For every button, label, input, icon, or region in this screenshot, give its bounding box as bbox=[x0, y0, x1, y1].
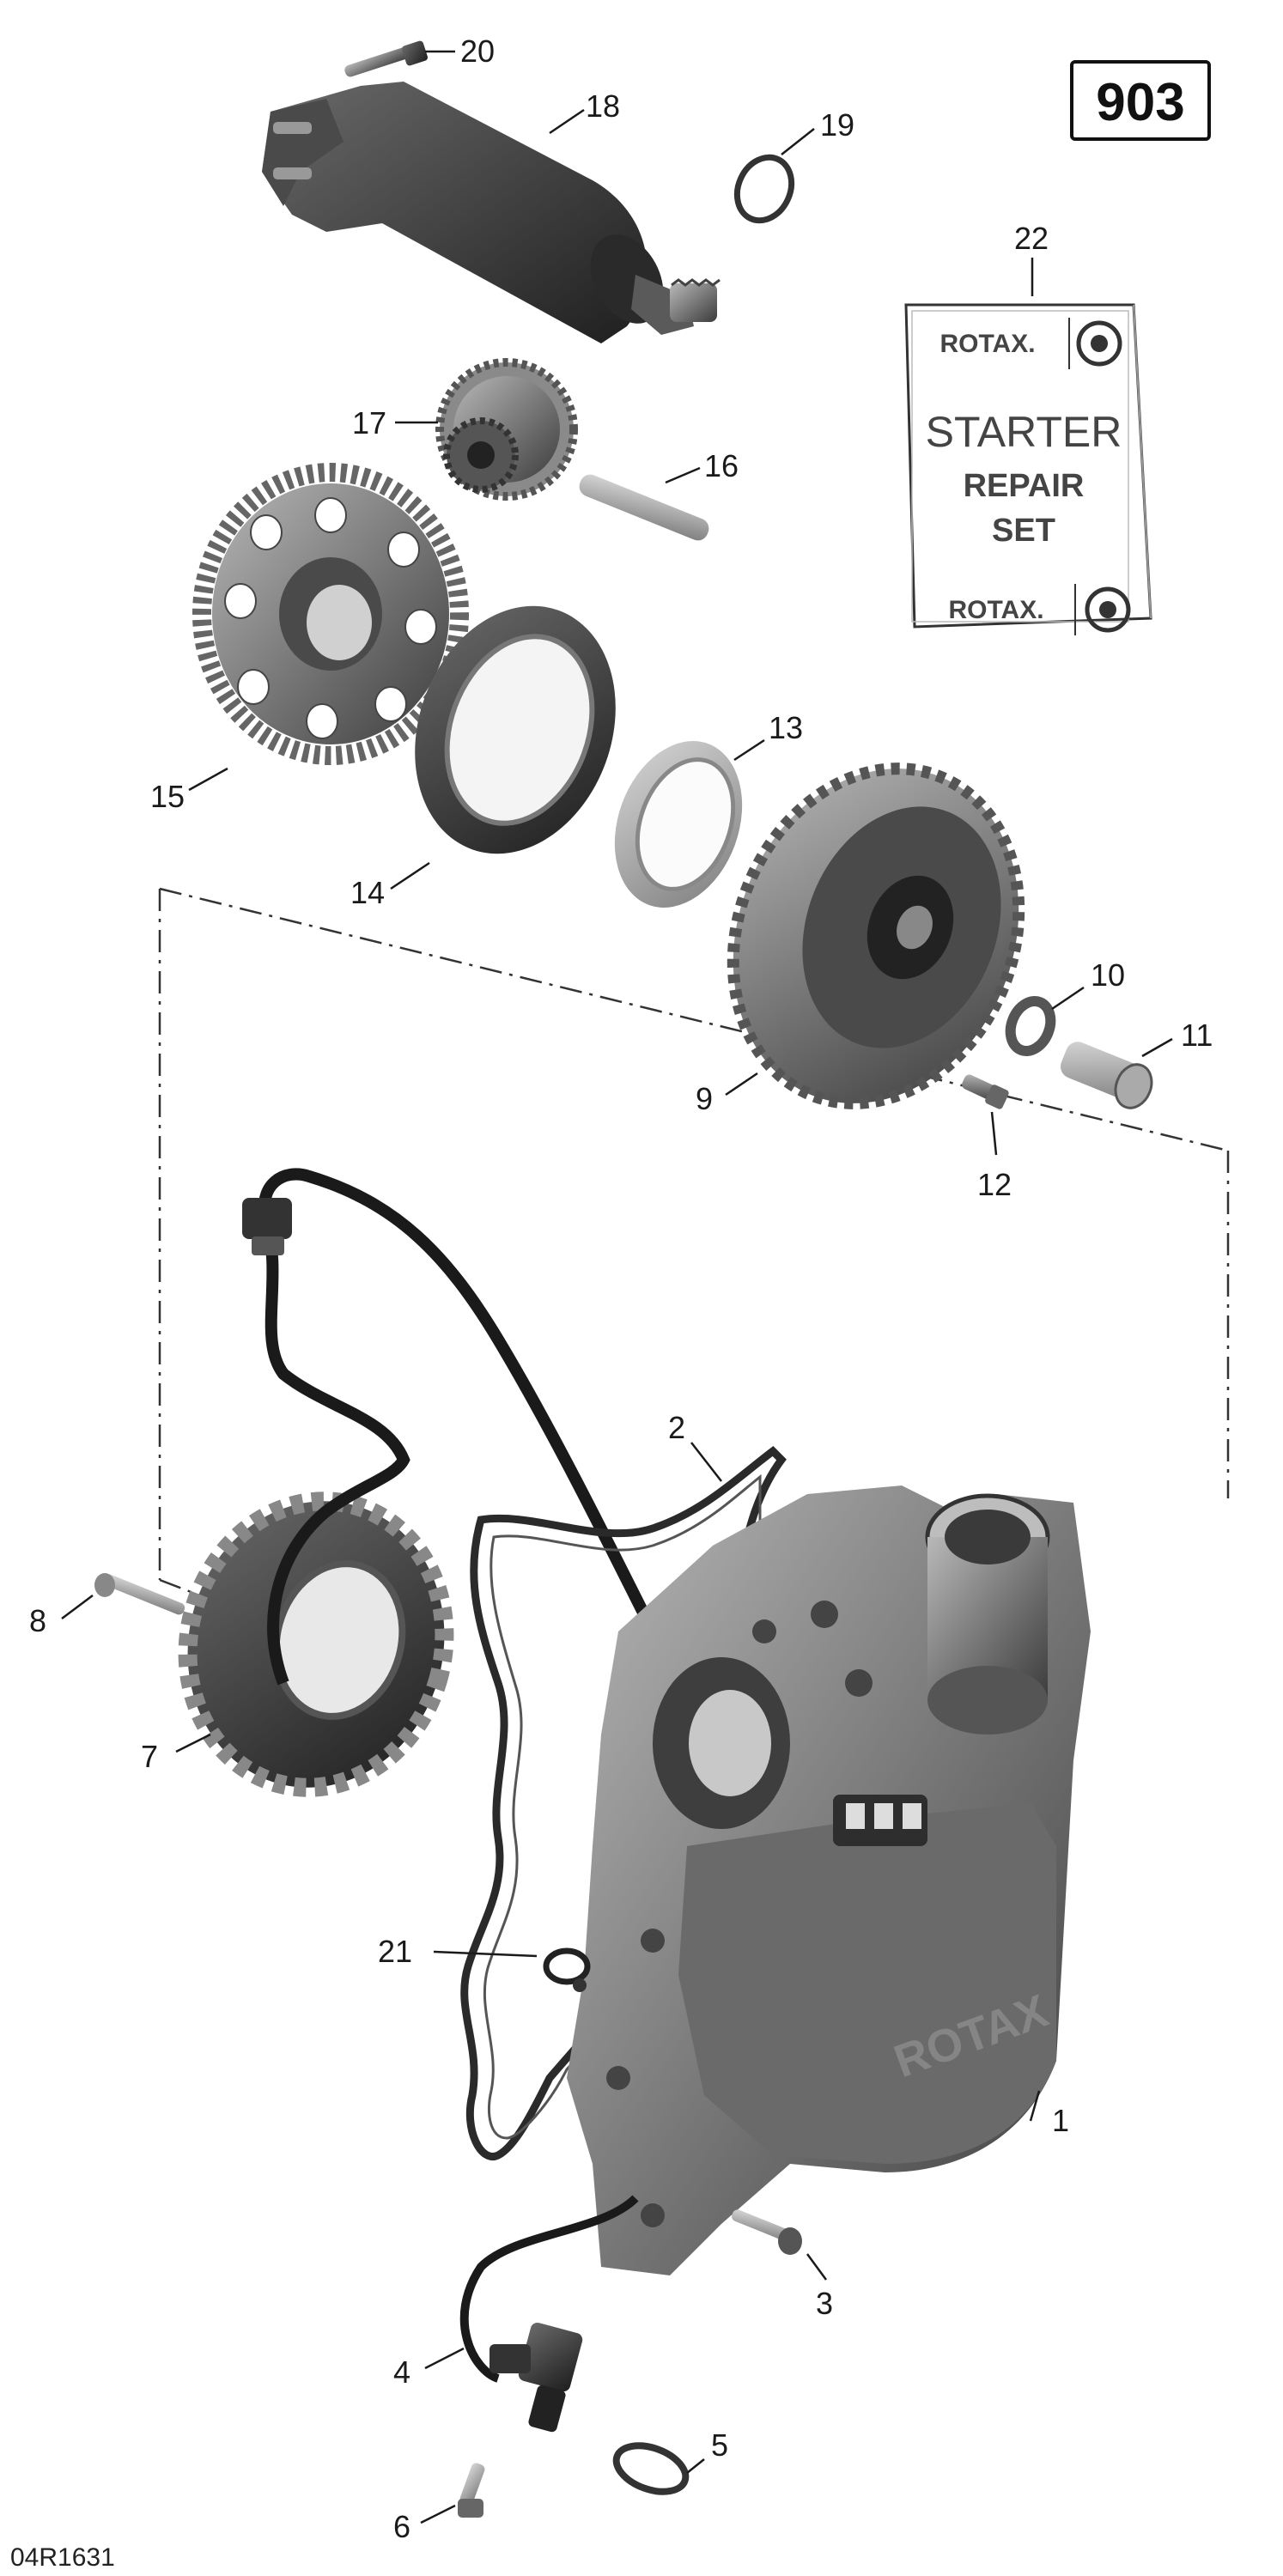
callout-13: 13 bbox=[769, 710, 803, 745]
harness-clip bbox=[543, 1947, 591, 1992]
callout-6: 6 bbox=[393, 2509, 410, 2544]
callout-12: 12 bbox=[977, 1167, 1012, 1202]
stator-screw bbox=[94, 1573, 185, 1615]
assembly-outline bbox=[158, 887, 1230, 1599]
callout-11: 11 bbox=[1181, 1018, 1213, 1053]
callout-22: 22 bbox=[1014, 221, 1049, 256]
sensor-screw bbox=[458, 2463, 485, 2518]
callout-2: 2 bbox=[668, 1410, 685, 1445]
sensor-o-ring bbox=[612, 2442, 690, 2495]
page-number: 903 bbox=[1096, 73, 1184, 132]
starter-repair-kit: ROTAX. STARTER REPAIR SET ROTAX. bbox=[904, 303, 1152, 635]
kit-logo-bottom bbox=[1085, 586, 1131, 633]
kit-line-2: REPAIR bbox=[964, 468, 1085, 504]
callout-14: 14 bbox=[350, 875, 385, 910]
callout-10: 10 bbox=[1091, 957, 1125, 993]
cover-screw bbox=[732, 2209, 802, 2255]
kit-logo-top bbox=[1076, 320, 1122, 367]
intermediate-gear bbox=[435, 358, 578, 501]
magneto-cover: ROTAX bbox=[567, 1485, 1091, 2275]
o-ring-19 bbox=[733, 154, 795, 224]
callout-5: 5 bbox=[711, 2427, 728, 2463]
page-number-box: 903 bbox=[1070, 60, 1211, 141]
callout-17: 17 bbox=[352, 405, 386, 440]
callout-9: 9 bbox=[696, 1081, 713, 1116]
kit-line-3: SET bbox=[992, 513, 1055, 549]
callout-16: 16 bbox=[704, 448, 739, 483]
drawing-reference: 04R1631 bbox=[10, 2543, 115, 2572]
callout-20: 20 bbox=[460, 33, 495, 69]
callout-18: 18 bbox=[586, 88, 620, 124]
starter-motor bbox=[262, 82, 721, 343]
kit-brand-top: ROTAX. bbox=[939, 330, 1035, 358]
callout-19: 19 bbox=[820, 107, 854, 143]
kit-brand-bottom: ROTAX. bbox=[948, 596, 1043, 624]
starter-pinion bbox=[670, 278, 721, 322]
magneto-flywheel bbox=[727, 762, 1025, 1109]
sprague-clutch bbox=[614, 741, 743, 908]
oil-filler-neck bbox=[925, 1493, 1050, 1735]
callout-15: 15 bbox=[150, 779, 185, 814]
callout-4: 4 bbox=[393, 2354, 410, 2390]
callout-3: 3 bbox=[816, 2286, 833, 2321]
crankshaft-position-sensor bbox=[459, 2195, 639, 2433]
sprague-gear bbox=[192, 463, 469, 765]
callout-7: 7 bbox=[141, 1739, 158, 1774]
callout-8: 8 bbox=[29, 1603, 46, 1638]
callout-1: 1 bbox=[1052, 2103, 1069, 2138]
small-screw-12 bbox=[962, 1074, 1009, 1109]
callout-21: 21 bbox=[378, 1934, 412, 1969]
kit-line-1: STARTER bbox=[926, 408, 1122, 456]
callouts: 1 2 3 4 5 6 7 8 9 10 11 12 13 14 15 16 1 bbox=[29, 33, 1213, 2544]
sprague-housing-ring bbox=[415, 605, 616, 854]
cover-gasket bbox=[460, 1446, 787, 2160]
starter-bolt bbox=[344, 40, 429, 77]
flywheel-bolt bbox=[1060, 1042, 1153, 1109]
gear-shaft-pin bbox=[579, 474, 709, 541]
stator bbox=[178, 1492, 454, 1797]
flywheel-washer bbox=[1005, 995, 1056, 1057]
